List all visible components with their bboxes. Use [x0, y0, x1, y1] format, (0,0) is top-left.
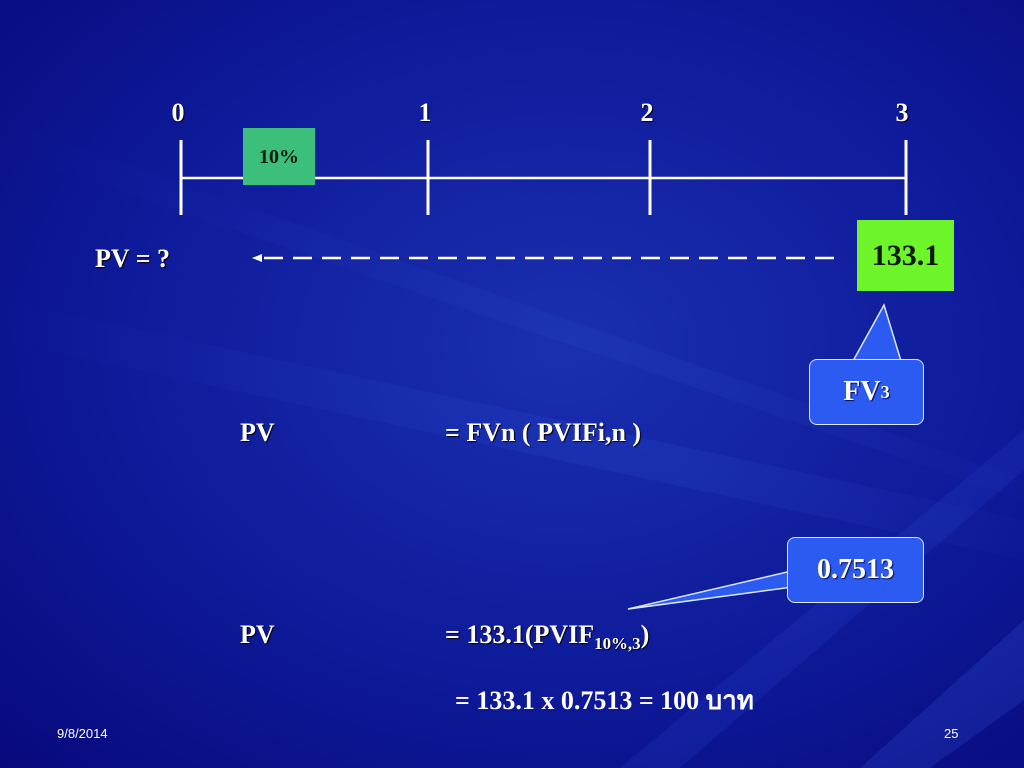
fv3-callout-text: FV — [843, 376, 881, 407]
formula-2-prefix: = 133.1(PVIF — [445, 620, 595, 649]
formula-2-suffix: ) — [640, 620, 650, 649]
formula-2-lhs: PV — [240, 620, 275, 649]
interest-rate-box: 10% — [243, 128, 315, 185]
formula-1-rhs: = FVn ( PVIFi,n ) — [445, 418, 642, 447]
formula-1-lhs: PV — [240, 418, 275, 447]
period-label-3: 3 — [895, 98, 909, 127]
formula-2-subscript: 10%,3 — [594, 633, 641, 653]
fv-callout-pointer — [851, 303, 903, 362]
footer-page-number: 25 — [944, 726, 959, 741]
formula-2-rhs: = 133.1(PVIF10%,3) — [445, 620, 650, 653]
pvif-factor-callout: 0.7513 — [787, 537, 924, 603]
discount-arrow-head — [252, 254, 262, 262]
period-label-0: 0 — [171, 98, 185, 127]
factor-callout-pointer — [627, 568, 810, 610]
period-label-1: 1 — [418, 98, 432, 127]
footer-date: 9/8/2014 — [57, 726, 108, 741]
pv-unknown-label: PV = ? — [95, 244, 171, 273]
pvif-factor-text: 0.7513 — [817, 554, 894, 585]
period-label-2: 2 — [640, 98, 654, 127]
formula-3-result: = 133.1 x 0.7513 = 100 บาท — [455, 686, 754, 715]
future-value-box: 133.1 — [857, 220, 954, 291]
